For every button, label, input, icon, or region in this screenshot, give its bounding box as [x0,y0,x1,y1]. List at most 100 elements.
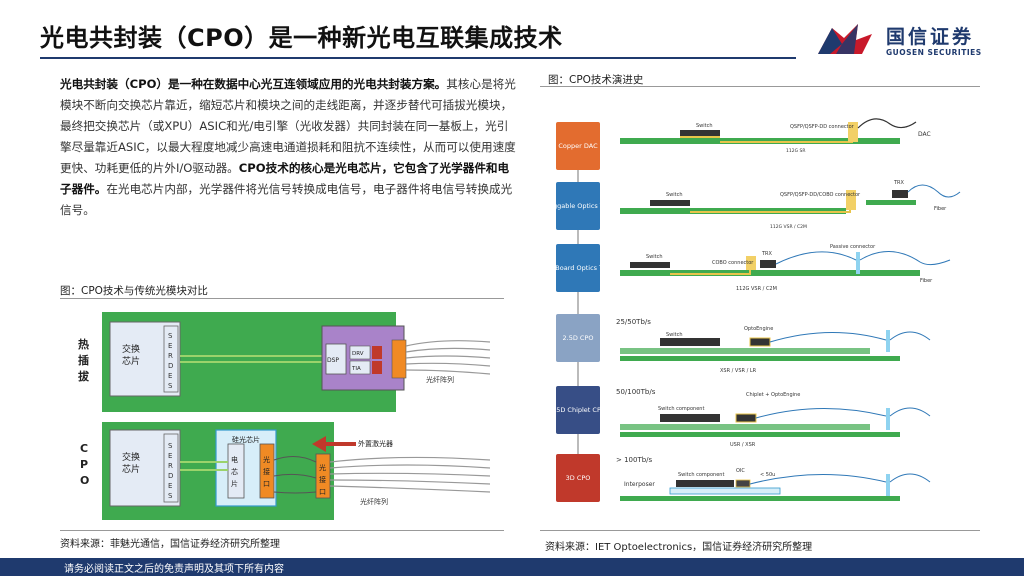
row2-switch-text-b: 芯片 [122,463,140,475]
row1-fiber-3 [405,355,491,359]
s4-connector [886,330,890,352]
s5-board [620,432,900,437]
s4-optoengine [749,337,771,347]
row1-fiber-1 [405,340,491,347]
footer-disclaimer: 请务必阅读正文之后的免责声明及其项下所有内容 [64,564,284,575]
s2-module-board [866,200,916,205]
s2-fiber [907,184,961,198]
left-figure-source: 资料来源：菲魅光通信，国信证券经济研究所整理 [60,539,280,550]
row2-ic-char1: 电 [231,455,238,464]
s6-oic-label: OIC [736,468,745,474]
left-source-rule [60,530,504,531]
row1-serdes-s: S [168,332,173,340]
s4-switch [660,338,720,346]
row1-serdes-r: R [168,352,173,360]
row2-photonic-label: 硅光芯片 [232,435,260,444]
row2-internal-fiber-1 [273,456,317,463]
row1-serdes-s2: S [168,382,173,390]
guosen-emblem-icon [818,24,872,54]
row1-serdes-e2: E [168,372,172,380]
s2-link-label: 112G VSR / C2M [770,224,807,230]
row1-drv-text: DRV [352,351,364,357]
stage-label: 2.5D CPO [563,334,594,342]
s1-switch [680,130,720,136]
row2-serdes-e2: E [168,482,172,490]
s6-fiber [749,473,931,485]
s2-fiber-label: Fiber [934,206,947,212]
s5-fiber [755,407,931,419]
row1-serdes [163,325,179,393]
s5-chiplet [735,413,757,423]
s4-optoengine-label: OptoEngine [744,326,773,332]
body-paragraph: 光电共封装（CPO）是一种在数据中心光互连领域应用的光电共封装方案。其核心是将光… [60,74,516,221]
s5-connector [886,408,890,430]
p2-text: 在光电芯片内部，光学器件将光信号转换成电信号，电子器件将电信号转换成光信号。 [60,182,513,217]
row2-optical-port-outer [315,453,331,499]
stage-label: Copper DAC [558,142,598,150]
row1-fiber-5 [405,369,491,375]
s6-interposer [669,487,781,495]
row1-laser [372,346,382,359]
row2-serdes-s: S [168,442,173,450]
stage-box [556,122,600,170]
s4-link-label: XSR / VSR / LR [720,368,757,374]
s5-chiplet-label: Chiplet + OptoEngine [746,392,800,398]
cpo-vs-pluggable-diagram: 热 插 拔 交换 芯片 S E R D E S DSP DRV TIA 光纤阵列… [78,312,491,520]
s1-dac-cable [857,118,917,129]
s3-fiber [775,251,951,266]
page-title: 光电共封装（CPO）是一种新光电互联集成技术 [40,24,563,52]
row2-ic-char3: 片 [231,479,238,488]
row2-fiber-2 [329,464,491,469]
row2-internal-fiber-3 [273,491,317,494]
s6-oic [735,479,751,488]
right-figure-caption: 图：CPO技术演进史 [548,74,644,86]
s1-switch-label: Switch [696,123,713,129]
stage-label: 2.5D Chiplet CPO [550,406,606,414]
stage-box [556,386,600,434]
row2-fiber-label: 光纤阵列 [360,497,388,506]
left-caption-rule [60,298,504,299]
s4-substrate [620,348,870,354]
s5-switch [660,414,720,422]
right-source-rule [540,530,980,531]
row1-serdes-d: D [168,362,173,370]
row2-serdes-r: R [168,462,173,470]
brand-name-cn: 国信证券 [886,26,975,48]
row2-fiber-4 [329,479,491,485]
row1-fiber-4 [405,362,491,367]
row2-serdes-e: E [168,452,172,460]
row2-fiber-3 [329,472,491,477]
row2-serdes [163,433,179,503]
row2-fiber-1 [329,456,491,463]
row1-switch-text-a: 交换 [122,343,140,355]
row2-port-char3: 口 [263,480,270,488]
s5-link-label: USR / XSR [730,442,756,448]
s3-cobo [746,256,756,270]
s1-dac-label: DAC [918,131,931,138]
row1-drv [349,345,371,360]
right-caption-rule [540,86,980,87]
external-laser-arrow [312,436,356,452]
s2-switch-label: Switch [666,192,683,198]
row1-fiber-connector [391,339,407,379]
row1-label-char3: 拔 [78,369,90,383]
row1-dsp [325,343,347,375]
s3-trx [760,260,776,268]
s6-connector [886,474,890,496]
s3-cobo-label: COBO connector [712,260,754,266]
row2-fiber-5 [329,485,491,493]
s4-fiber [769,331,931,343]
row2-outer-char1: 光 [319,463,326,472]
row1-tia [349,360,371,375]
row2-label-c: C [80,442,88,455]
row1-label-char2: 插 [78,353,89,367]
row2-outer-char2: 接 [319,475,326,484]
s3-link-label: 112G VSR / C2M [736,286,777,292]
s3-switch [630,262,670,268]
stage-label: On-Board Optics TRX [550,264,613,272]
s2-switch [650,200,690,206]
s1-switch-pad [680,136,720,138]
s2-trx [892,190,908,198]
title-divider [40,57,796,59]
